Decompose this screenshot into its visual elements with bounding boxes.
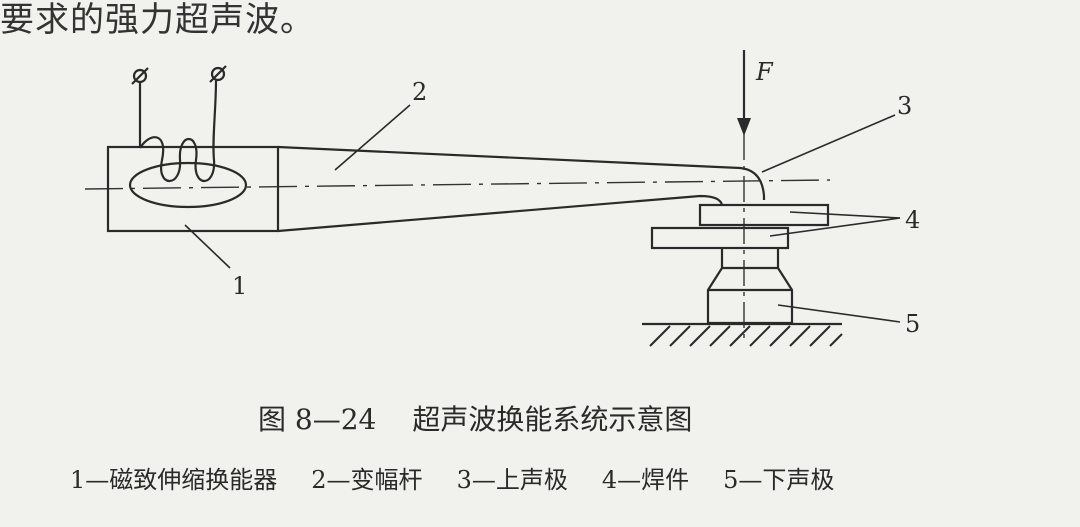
terminal-left-slash: [131, 67, 149, 85]
label-2: 2: [412, 78, 427, 106]
legend-item: 5—下声极: [723, 466, 835, 494]
transducer-housing: [106, 145, 280, 233]
legend-item: 1—磁致伸缩换能器: [70, 466, 278, 494]
leader-line-5: [777, 304, 901, 323]
figure-number: 图 8—24: [258, 403, 377, 436]
figure-legend: 1—磁致伸缩换能器 2—变幅杆 3—上声极 4—焊件 5—下声极: [70, 460, 834, 495]
label-1: 1: [232, 272, 247, 300]
lower-anvil: [706, 248, 794, 325]
top-text-fragment: 要求的强力超声波。: [0, 0, 315, 40]
horn-body: [277, 145, 766, 233]
force-arrow-head: [737, 118, 751, 136]
label-3: 3: [897, 92, 912, 120]
ground-hatching: [649, 325, 843, 347]
center-axis-line: [84, 179, 831, 190]
workpiece-lower: [650, 226, 790, 250]
label-5: 5: [905, 310, 920, 338]
leader-line-3: [761, 114, 896, 173]
figure-caption: 图 8—24 超声波换能系统示意图: [258, 398, 692, 438]
figure-title: 超声波换能系统示意图: [412, 403, 693, 436]
coil-winding: [138, 79, 218, 183]
terminal-right-slash: [209, 65, 227, 83]
terminal-left: [132, 68, 148, 84]
legend-item: 2—变幅杆: [311, 466, 423, 494]
leader-line-4a: [789, 211, 901, 219]
leader-line-4b: [769, 217, 901, 237]
transducer-core: [128, 161, 248, 209]
ultrasonic-system-diagram: F 1 2 3 4 5: [84, 50, 920, 347]
leader-line-1: [184, 224, 231, 269]
label-force: F: [755, 58, 774, 86]
legend-item: 4—焊件: [601, 466, 690, 494]
leader-line-2: [334, 104, 411, 171]
workpiece-upper: [698, 203, 830, 227]
terminal-right: [210, 66, 226, 82]
label-4: 4: [905, 206, 920, 234]
legend-item: 3—上声极: [456, 466, 568, 494]
